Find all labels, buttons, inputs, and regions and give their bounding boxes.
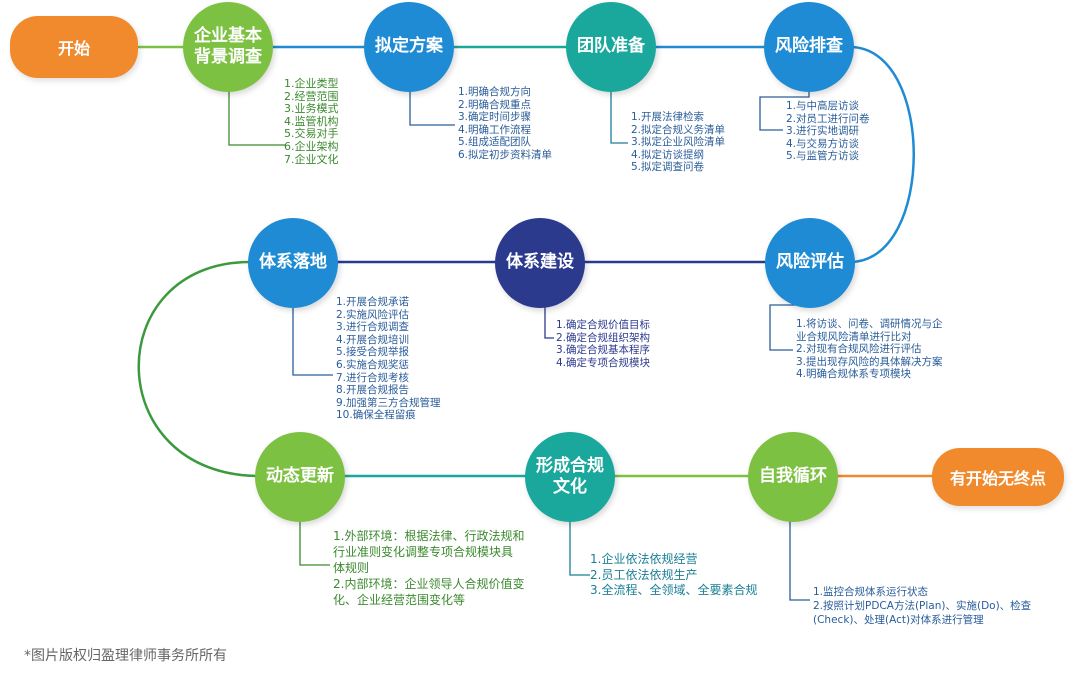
list-item: 4.开展合规培训 <box>336 333 410 346</box>
end-node: 有开始无终点 <box>932 448 1064 506</box>
list-item: 5.交易对手 <box>284 127 339 141</box>
list-item: 业合规风险清单进行比对 <box>796 330 912 343</box>
list-item: 1.明确合规方向 <box>458 86 532 98</box>
list-item: 3.确定合规基本程序 <box>556 344 651 357</box>
list-item: 3.业务模式 <box>284 102 339 116</box>
node-system-building: 体系建设 <box>495 218 585 308</box>
list-item: 1.外部环境：根据法律、行政法规和 <box>333 529 525 543</box>
list-item: 4.拟定访谈提纲 <box>631 148 705 161</box>
list-item: 行业准则变化调整专项合规模块具 <box>333 545 514 559</box>
list-item: 9.加强第三方合规管理 <box>336 396 441 409</box>
list-item: 6.拟定初步资料清单 <box>458 148 553 161</box>
list-item: 5.接受合规举报 <box>336 346 410 359</box>
list-item: 8.开展合规报告 <box>336 384 410 397</box>
list-item: 3.拟定企业风险清单 <box>631 136 726 149</box>
node-background-investigation: 企业基本 背景调查 <box>183 2 273 92</box>
node-team-preparation: 团队准备 <box>566 2 656 92</box>
list-item: 5.组成适配团队 <box>458 136 532 149</box>
list-item: 2.对员工进行问卷 <box>786 112 870 125</box>
list-item: 2.明确合规重点 <box>458 98 532 111</box>
list-item: 1.企业依法依规经营 <box>590 552 698 566</box>
node-system-implementation: 体系落地 <box>248 218 338 308</box>
node-compliance-culture: 形成合规 文化 <box>525 432 615 522</box>
list-item: 7.进行合规考核 <box>336 371 410 384</box>
list-item: 体规则 <box>333 561 370 575</box>
list-item: 化、企业经营范围变化等 <box>333 593 466 607</box>
list-item: 1.开展合规承诺 <box>336 296 410 308</box>
list-risk-assessment: 1.将访谈、问卷、调研情况与企 业合规风险清单进行比对 2.对现有合规风险进行评… <box>796 318 943 381</box>
list-item: 2.对现有合规风险进行评估 <box>796 343 922 356</box>
list-dynamic-update: 1.外部环境：根据法律、行政法规和 行业准则变化调整专项合规模块具 体规则 2.… <box>333 528 524 608</box>
list-item: 3.进行合规调查 <box>336 321 410 334</box>
list-item: 1.监控合规体系运行状态 <box>813 586 929 598</box>
list-item: 1.开展法律检索 <box>631 111 705 123</box>
node-dynamic-update: 动态更新 <box>255 432 345 522</box>
list-item: 1.与中高层访谈 <box>786 100 860 112</box>
list-item: 6.实施合规奖惩 <box>336 358 410 371</box>
list-item: (Check)、处理(Act)对体系进行管理 <box>813 614 984 626</box>
list-item: 7.企业文化 <box>284 152 339 166</box>
list-item: 2.员工依法依规生产 <box>590 567 698 582</box>
list-item: 3.进行实地调研 <box>786 125 860 138</box>
node-risk-screening: 风险排查 <box>764 2 854 92</box>
list-system-building: 1.确定合规价值目标 2.确定合规组织架构 3.确定合规基本程序 4.确定专项合… <box>556 319 650 369</box>
list-item: 1.企业类型 <box>284 77 339 90</box>
start-node: 开始 <box>10 16 138 78</box>
list-system-implementation: 1.开展合规承诺 2.实施风险评估 3.进行合规调查 4.开展合规培训 5.接受… <box>336 296 441 422</box>
list-item: 4.明确合规体系专项模块 <box>796 368 912 381</box>
list-background-investigation: 1.企业类型 2.经营范围 3.业务模式 4.监管机构 5.交易对手 6.企业架… <box>284 77 339 166</box>
list-item: 3.全流程、全领域、全要素合规 <box>590 583 758 597</box>
list-item: 5.与监管方访谈 <box>786 150 860 163</box>
list-compliance-culture: 1.企业依法依规经营 2.员工依法依规生产 3.全流程、全领域、全要素合规 <box>590 552 757 599</box>
list-item: 4.监管机构 <box>284 114 339 128</box>
node-draft-plan: 拟定方案 <box>364 2 454 92</box>
node-risk-assessment: 风险评估 <box>765 218 855 308</box>
list-self-cycle: 1.监控合规体系运行状态 2.按照计划PDCA方法(Plan)、实施(Do)、检… <box>813 585 1031 627</box>
list-item: 2.确定合规组织架构 <box>556 331 651 344</box>
list-item: 6.企业架构 <box>284 139 339 153</box>
copyright-caption: *图片版权归盈理律师事务所所有 <box>24 648 227 664</box>
list-item: 1.确定合规价值目标 <box>556 319 651 331</box>
list-item: 2.拟定合规义务清单 <box>631 123 726 136</box>
list-item: 3.提出现存风险的具体解决方案 <box>796 355 943 368</box>
list-item: 2.内部环境：企业领导人合规价值变 <box>333 577 525 591</box>
list-item: 2.经营范围 <box>284 89 339 103</box>
node-self-cycle: 自我循环 <box>748 432 838 522</box>
list-item: 4.确定专项合规模块 <box>556 356 651 369</box>
list-item: 10.确保全程留痕 <box>336 409 416 422</box>
list-item: 4.明确工作流程 <box>458 123 532 136</box>
list-item: 5.拟定调查问卷 <box>631 161 705 174</box>
list-item: 2.实施风险评估 <box>336 308 410 321</box>
list-team-preparation: 1.开展法律检索 2.拟定合规义务清单 3.拟定企业风险清单 4.拟定访谈提纲 … <box>631 111 725 174</box>
list-risk-screening: 1.与中高层访谈 2.对员工进行问卷 3.进行实地调研 4.与交易方访谈 5.与… <box>786 100 870 163</box>
list-item: 4.与交易方访谈 <box>786 137 860 150</box>
list-draft-plan: 1.明确合规方向 2.明确合规重点 3.确定时间步骤 4.明确工作流程 5.组成… <box>458 86 552 162</box>
list-item: 1.将访谈、问卷、调研情况与企 <box>796 318 943 330</box>
list-item: 3.确定时间步骤 <box>458 111 532 124</box>
list-item: 2.按照计划PDCA方法(Plan)、实施(Do)、检查 <box>813 600 1032 612</box>
